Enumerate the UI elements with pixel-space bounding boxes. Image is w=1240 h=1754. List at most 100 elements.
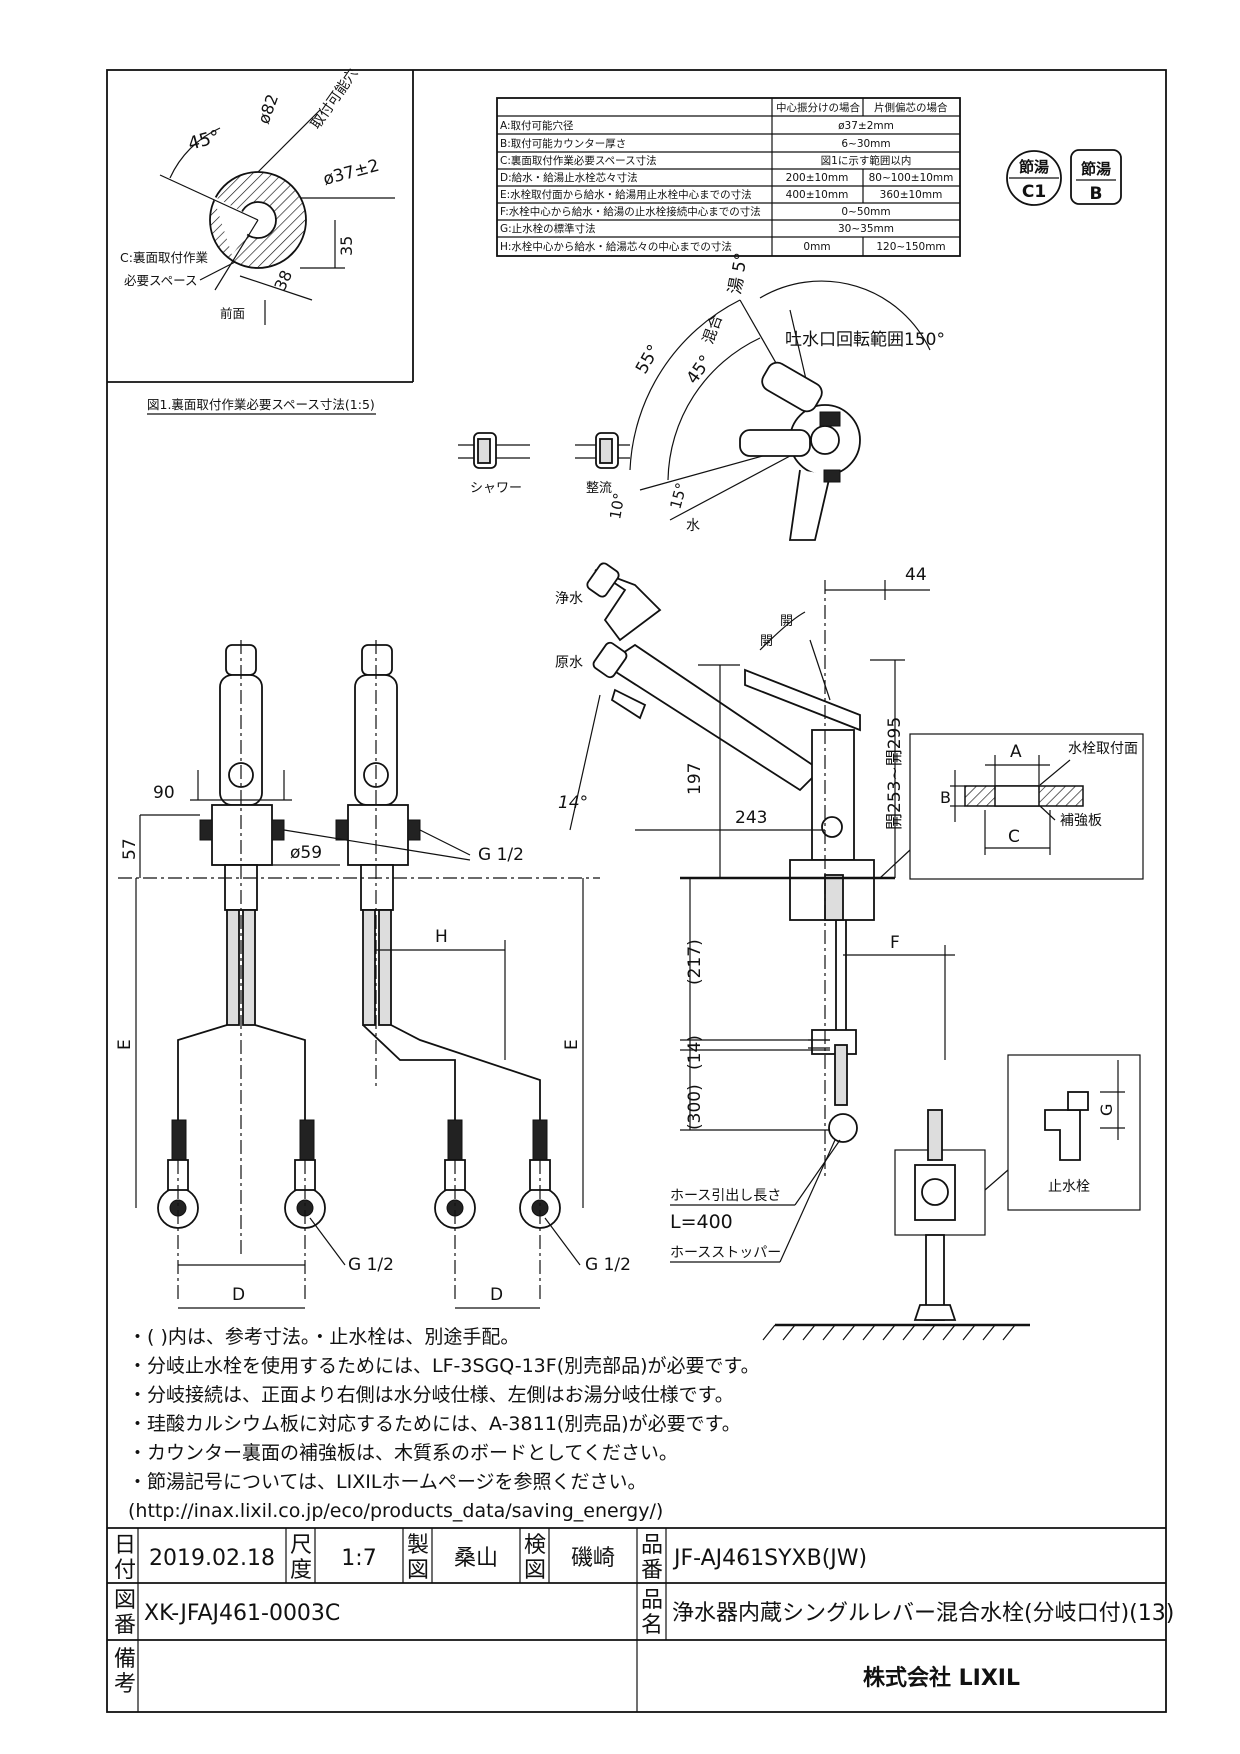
figure1-mounting-space: 45° ø82 取付可能穴 ø37±2 35 38 C:裏面取付作業 必要スペー… — [107, 66, 414, 415]
purified-label: 浄水 — [555, 591, 583, 607]
company-logo: 株式会社 LIXIL — [863, 1665, 1020, 1691]
spec-row-f-label: F:水栓中心から給水・給湯の止水栓接続中心までの寸法 — [500, 205, 761, 218]
drawing-no-value: XK-JFAJ461-0003C — [144, 1601, 340, 1626]
saving-badge-b: 節湯 B — [1070, 149, 1122, 205]
mount-hole-label: 取付可能穴 — [308, 66, 361, 133]
detail-A-label: A — [1010, 742, 1022, 762]
spec-row-h-value-1: 0mm — [803, 241, 830, 253]
F-label: F — [890, 933, 900, 953]
hose-length-label: ホース引出し長さ — [670, 1188, 781, 1204]
note-3: ・分岐接続は、正面より右側は水分岐仕様、左側はお湯分岐仕様です。 — [128, 1384, 734, 1406]
remarks-label-1: 備 — [114, 1647, 136, 1672]
scale-value: 1:7 — [341, 1546, 376, 1571]
detail-G-label: G — [1097, 1104, 1116, 1116]
front-view-left — [157, 640, 326, 1300]
dim-253-295-label: 開253~開295 — [885, 717, 905, 830]
angle-10-label: 10° — [606, 491, 628, 520]
g12-top-label: G 1/2 — [478, 845, 524, 865]
checked-label-1: 検 — [524, 1533, 546, 1558]
front-view-dimensions: 90 57 ø59 G 1/2 H E E G 1/2 G 1/2 D D — [115, 770, 631, 1309]
dim-300-label: (300) — [685, 1084, 705, 1130]
drawing-no-label-2: 番 — [114, 1613, 136, 1638]
stop-valve-label: 止水栓 — [1048, 1179, 1090, 1195]
detail-C-label: C — [1008, 827, 1020, 847]
badge-c1-bottom: C1 — [1022, 182, 1046, 202]
part-no-value: JF-AJ461SYXB(JW) — [672, 1546, 867, 1571]
mix-label: 混合 — [699, 312, 726, 346]
scale-label-2: 度 — [290, 1558, 312, 1583]
spec-row-d-value-2: 80~100±10mm — [869, 172, 954, 184]
dim-243-label: 243 — [735, 808, 767, 828]
drawn-label-2: 図 — [407, 1558, 429, 1583]
dia-82-label: ø82 — [254, 92, 282, 127]
front-view-right — [335, 640, 561, 1300]
dia-59-label: ø59 — [290, 843, 322, 863]
spec-row-b-label: B:取付可能カウンター厚さ — [500, 137, 626, 150]
product-name-label-2: 名 — [641, 1613, 663, 1638]
figure1-caption: 図1.裏面取付作業必要スペース寸法(1:5) — [147, 397, 375, 412]
spec-row-h-label: H:水栓中心から給水・給湯芯々の中心までの寸法 — [500, 240, 732, 253]
dim-197-label: 197 — [685, 763, 705, 795]
hose-stopper-label: ホースストッパー — [670, 1245, 781, 1261]
note-6: ・節湯記号については、LIXILホームページを参照ください。 — [128, 1471, 647, 1493]
date-label-1: 日 — [114, 1533, 136, 1558]
angle-45-label: 45° — [186, 126, 222, 155]
spec-row-f-value: 0~50mm — [841, 206, 890, 218]
H-label: H — [435, 927, 448, 947]
shower-label: シャワー — [470, 481, 522, 496]
spec-row-a-value: ø37±2mm — [838, 120, 894, 132]
spec-row-c-value: 図1に示す範囲以内 — [821, 154, 912, 167]
scale-label-1: 尺 — [290, 1533, 312, 1558]
note-1: ・( )内は、参考寸法。・止水栓は、別途手配。 — [128, 1326, 519, 1348]
open-label-2: 開 — [780, 614, 793, 629]
rotation-range-label: 吐水口回転範囲150° — [785, 330, 945, 350]
dim-90-label: 90 — [153, 783, 175, 803]
title-block: 日 付 2019.02.18 尺 度 1:7 製 図 桑山 検 図 磯崎 品 番… — [107, 1527, 1174, 1712]
dim-44-label: 44 — [905, 565, 927, 585]
hose-length-value: L=400 — [670, 1211, 733, 1233]
badge-b-bottom: B — [1090, 184, 1103, 204]
spec-row-e-value-1: 400±10mm — [786, 189, 849, 201]
remarks-label-2: 考 — [114, 1672, 136, 1697]
dim-14-label: (14) — [685, 1035, 705, 1070]
E-right-label: E — [562, 1039, 582, 1050]
note-2: ・分岐止水栓を使用するためには、LF-3SGQ-13F(別売部品)が必要です。 — [128, 1355, 760, 1377]
product-name-label-1: 品 — [641, 1588, 663, 1613]
note-5: ・カウンター裏面の補強板は、木質系のボードとしてください。 — [128, 1442, 678, 1464]
drawing-no-label-1: 図 — [114, 1588, 136, 1613]
checked-label-2: 図 — [524, 1558, 546, 1583]
open-label-1: 開 — [760, 634, 773, 649]
top-view: 湯 5° 混合 吐水口回転範囲150° 55° 45° 10° 15° 水 シャ… — [458, 251, 945, 541]
angle-14-label: 14° — [558, 793, 588, 813]
spec-row-c-label: C:裏面取付作業必要スペース寸法 — [500, 154, 657, 167]
straight-label: 整流 — [586, 481, 612, 496]
spec-row-d-label: D:給水・給湯止水栓芯々寸法 — [500, 171, 638, 184]
badge-c1-top: 節湯 — [1019, 158, 1049, 176]
raw-label: 原水 — [555, 655, 583, 671]
dia-37-label: ø37±2 — [321, 156, 381, 190]
spec-row-b-value: 6~30mm — [841, 138, 890, 150]
note-4: ・珪酸カルシウム板に対応するためには、A-3811(別売品)が必要です。 — [128, 1413, 741, 1435]
D-left-label: D — [232, 1285, 245, 1305]
spec-row-h-value-2: 120~150mm — [876, 241, 945, 253]
dim-217-label: (217) — [685, 939, 705, 985]
dim-38-label: 38 — [270, 267, 296, 293]
side-view: 浄水 原水 44 197 243 14° 開253~ — [555, 562, 1030, 1341]
detail-counter: A B C 水栓取付面 補強板 — [879, 733, 1144, 880]
angle-45-top-label: 45° — [683, 352, 717, 388]
product-name-value: 浄水器内蔵シングルレバー混合水栓(分岐口付)(13) — [672, 1601, 1174, 1626]
saving-badge-c1: 節湯 C1 — [1006, 150, 1062, 206]
spec-row-g-label: G:止水栓の標準寸法 — [500, 222, 596, 235]
spec-col-center: 中心振分けの場合 — [776, 101, 860, 114]
date-label-2: 付 — [114, 1558, 136, 1583]
g12-left-label: G 1/2 — [348, 1255, 394, 1275]
angle-55-label: 55° — [632, 341, 664, 377]
mount-surface-label: 水栓取付面 — [1068, 741, 1138, 757]
spec-row-e-value-2: 360±10mm — [880, 189, 943, 201]
checked-value: 磯崎 — [571, 1546, 615, 1571]
drawn-label-1: 製 — [407, 1533, 429, 1558]
sheet-border — [106, 69, 1167, 1713]
drawn-value: 桑山 — [454, 1546, 498, 1571]
c-space-label-2: 必要スペース — [124, 273, 198, 288]
reinforce-label: 補強板 — [1060, 813, 1102, 829]
